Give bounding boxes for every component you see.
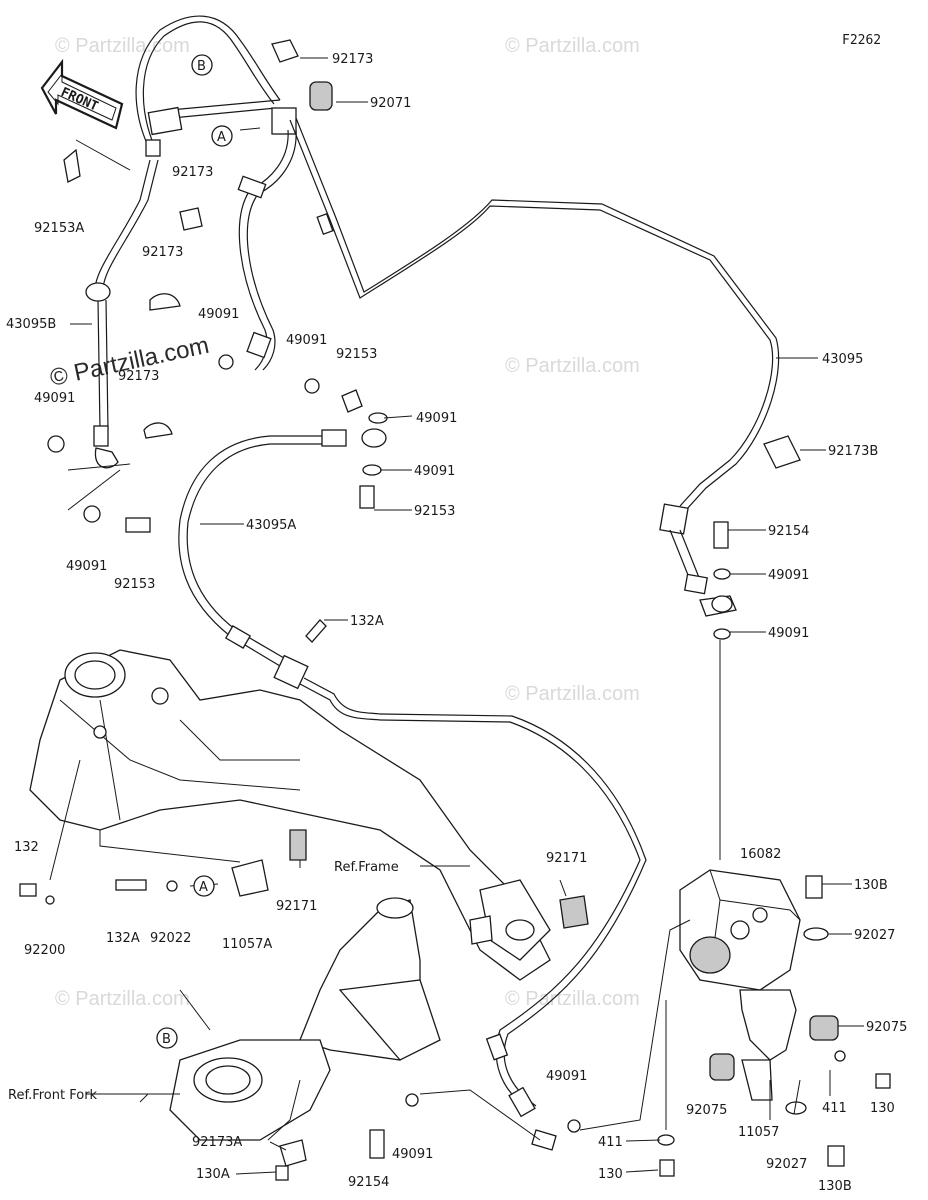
front-arrow-icon: FRONT [40, 58, 124, 130]
part-label: 92022 [150, 931, 191, 946]
part-label: 11057 [738, 1125, 779, 1140]
callout-b-bottom: B [156, 1027, 178, 1049]
part-label: 92071 [370, 96, 411, 111]
watermark: © Partzilla.com [505, 683, 640, 705]
leader-lines [49, 57, 864, 1141]
svg-text:B: B [162, 1032, 171, 1047]
part-label: 92027 [854, 928, 895, 943]
part-label: 92173A [192, 1135, 242, 1150]
part-label: 132 [14, 840, 39, 855]
part-label: 92173 [172, 165, 213, 180]
watermark: © Partzilla.com [505, 988, 640, 1010]
watermark: © Partzilla.com [55, 35, 190, 57]
part-label: Ref.Frame [334, 860, 399, 875]
part-label: 92173 [118, 369, 159, 384]
part-label: 49091 [414, 464, 455, 479]
part-label: 43095A [246, 518, 296, 533]
label-pointers [86, 1093, 661, 1175]
watermark: © Partzilla.com [505, 35, 640, 57]
part-label: Ref.Front Fork [8, 1088, 98, 1103]
part-label: 49091 [768, 568, 809, 583]
part-label: 130 [598, 1167, 623, 1182]
part-label: 130A [196, 1167, 230, 1182]
part-label: 130B [818, 1179, 852, 1194]
part-label: 132A [106, 931, 140, 946]
part-label: 49091 [392, 1147, 433, 1162]
figure-code: F2262 [842, 33, 881, 48]
part-label: 49091 [546, 1069, 587, 1084]
part-label: 411 [598, 1135, 623, 1150]
watermark: © Partzilla.com [55, 988, 190, 1010]
part-label: 43095B [6, 317, 56, 332]
part-label: 16082 [740, 847, 781, 862]
fasteners [19, 39, 891, 1181]
svg-text:A: A [217, 130, 226, 145]
part-label: 92075 [686, 1103, 727, 1118]
part-label: 92173 [142, 245, 183, 260]
part-label: 49091 [416, 411, 457, 426]
part-label: 43095 [822, 352, 863, 367]
part-labels: 92173 92071 92173 92153A 92173 43095B 49… [6, 52, 907, 1194]
part-label: 92153 [414, 504, 455, 519]
part-label: 411 [822, 1101, 847, 1116]
part-label: 49091 [286, 333, 327, 348]
part-label: 49091 [198, 307, 239, 322]
callout-a-top: A [211, 125, 233, 147]
part-label: 92200 [24, 943, 65, 958]
part-label: 11057A [222, 937, 272, 952]
part-label: 130 [870, 1101, 895, 1116]
part-label: 49091 [34, 391, 75, 406]
svg-text:A: A [199, 880, 208, 895]
part-label: 49091 [66, 559, 107, 574]
callout-b-top: B [191, 54, 213, 76]
frame [29, 649, 551, 981]
part-label: 130B [854, 878, 888, 893]
part-label: 92153A [34, 221, 84, 236]
part-label: 92075 [866, 1020, 907, 1035]
abs-unit [679, 869, 801, 1101]
part-label: 49091 [768, 626, 809, 641]
part-label: 92154 [768, 524, 809, 539]
part-label: 92153 [336, 347, 377, 362]
hoses [85, 15, 780, 1151]
svg-text:B: B [197, 59, 206, 74]
part-label: 92171 [276, 899, 317, 914]
part-label: 92153 [114, 577, 155, 592]
part-label: 132A [350, 614, 384, 629]
part-label: 92027 [766, 1157, 807, 1172]
watermark: © Partzilla.com [505, 355, 640, 377]
part-label: 92171 [546, 851, 587, 866]
front-fork [169, 897, 441, 1141]
part-label: 92154 [348, 1175, 389, 1190]
part-label: 92173 [332, 52, 373, 67]
part-label: 92173B [828, 444, 878, 459]
callout-a-bottom: A [193, 875, 215, 897]
